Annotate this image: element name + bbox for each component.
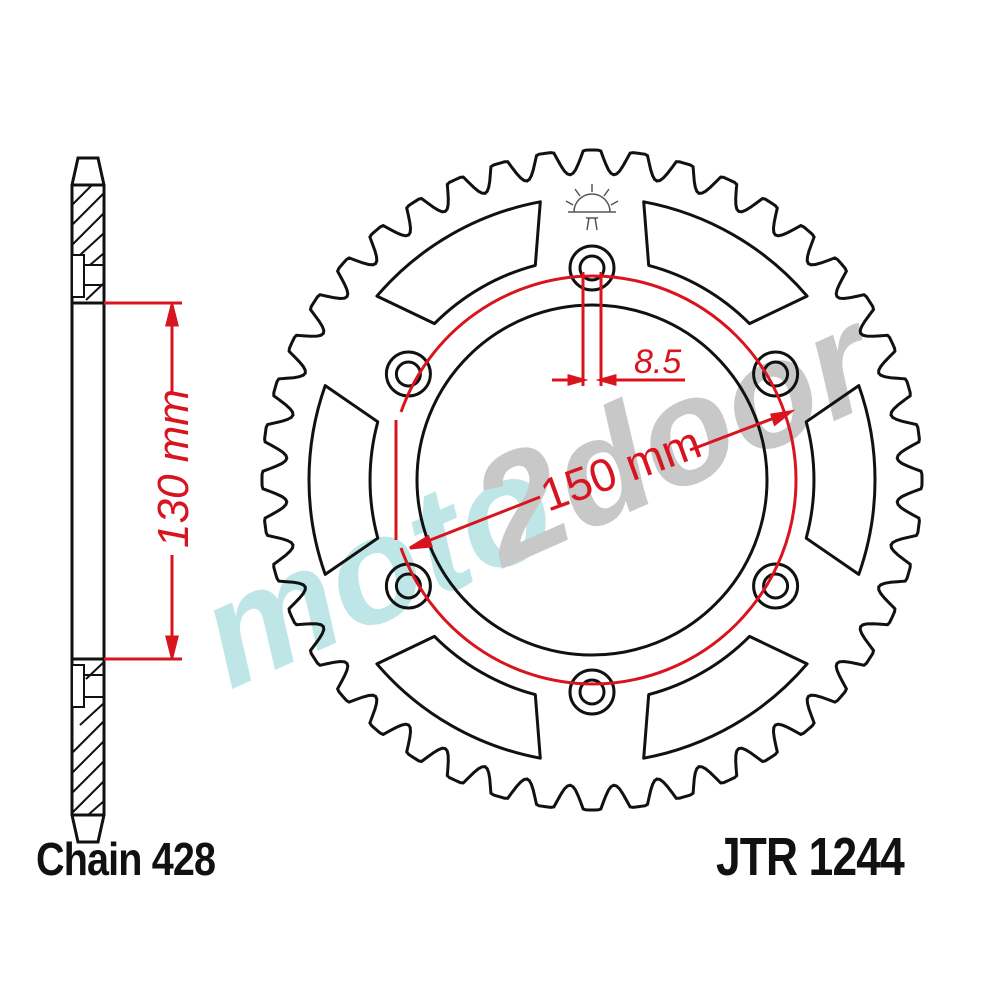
sprocket-front-view: 8.5 150 mm (260, 148, 924, 812)
bolt-hole (752, 350, 800, 398)
lightening-slot (642, 634, 809, 760)
bolt-hole (752, 562, 800, 610)
bolt-hole (394, 360, 422, 388)
lightening-slot (307, 384, 380, 576)
bolt-circle-dimension (394, 272, 798, 686)
lightening-slots (307, 200, 877, 760)
center-bore-circle (415, 303, 769, 657)
lightening-slot (375, 634, 542, 760)
bolt-hole (578, 678, 606, 706)
lightening-slot (804, 384, 877, 576)
bolt-hole (568, 668, 616, 716)
side-profile-outline (70, 156, 106, 844)
chain-size-label: Chain 428 (36, 833, 216, 885)
center-bore-label: 130 mm (149, 389, 198, 548)
center-bore-dimension (104, 301, 182, 661)
bolt-hole (384, 350, 432, 398)
bolt-hole (762, 572, 790, 600)
bolt-hole (578, 254, 606, 282)
part-number-label: JTR 1244 (716, 827, 905, 887)
bolt-hole (568, 244, 616, 292)
bolt-hole-label: 8.5 (634, 343, 681, 381)
sprocket-teeth-outline (260, 148, 924, 812)
lightening-slot (375, 200, 542, 326)
bolt-hole (762, 360, 790, 388)
rising-sun-logo-icon (565, 184, 619, 231)
lightening-slot (642, 200, 809, 326)
side-profile-view (70, 156, 106, 844)
